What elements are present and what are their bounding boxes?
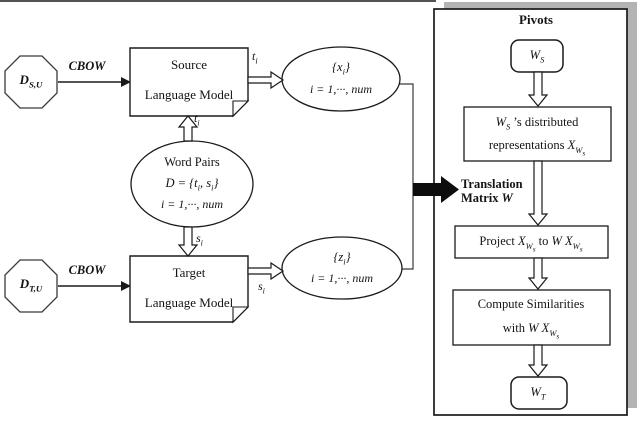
pivots-title: Pivots <box>519 12 553 27</box>
target-corpus-label: DT,U <box>19 276 43 294</box>
cbow-label-target: CBOW <box>68 263 106 277</box>
source-lm-title: Source <box>170 57 208 72</box>
project-box <box>454 225 609 259</box>
compute-box <box>452 289 611 346</box>
ti-flow-arrow <box>247 70 285 90</box>
translation-matrix-label-line1: Translation <box>461 177 523 191</box>
z-set-label: {zi} <box>333 250 351 267</box>
source-language-model-box <box>129 47 250 118</box>
si-down-arrow <box>177 226 199 257</box>
cbow-label-source: CBOW <box>68 59 106 73</box>
representations-line1: WS ’s distributed <box>495 115 579 132</box>
pipeline-arrow-1 <box>527 71 549 107</box>
compute-box-line1: Compute Similarities <box>477 297 585 311</box>
source-corpus-octagon <box>4 55 58 109</box>
pivots-panel <box>433 8 628 416</box>
translation-matrix-label-line2: Matrix W <box>461 191 513 205</box>
target-corpus-octagon <box>4 259 58 313</box>
translation-matrix-arrow <box>413 176 459 203</box>
ws-node-label: WS <box>529 48 545 65</box>
project-box-label: Project XWs to W XWs <box>479 234 583 254</box>
z-set-ellipse <box>281 236 403 300</box>
wt-node-label: WT <box>530 385 546 402</box>
cbow-arrow-source <box>58 77 131 87</box>
word-pairs-equation: D = {ti, si} <box>165 176 219 193</box>
cbow-arrow-target <box>58 281 131 291</box>
ti-flow-label: ti <box>252 49 258 66</box>
source-lm-subtitle: Language Model <box>144 87 234 102</box>
target-lm-subtitle: Language Model <box>144 295 234 310</box>
z-set-range: i = 1,···, num <box>310 271 374 285</box>
wt-node <box>510 376 568 410</box>
si-pair-label: si <box>196 231 203 248</box>
si-flow-label: si <box>258 279 265 296</box>
representations-line2: representations XWs <box>488 138 586 158</box>
folded-corner-icon <box>232 306 250 324</box>
ti-pair-label: ti <box>194 111 200 128</box>
pipeline-arrow-2 <box>527 160 549 226</box>
target-lm-title: Target <box>172 265 206 280</box>
folded-corner-icon <box>232 100 250 118</box>
x-set-label: {xi} <box>332 60 350 77</box>
source-corpus-label: DS,U <box>19 72 43 90</box>
x-set-ellipse <box>281 46 401 112</box>
word-pairs-title: Word Pairs <box>164 155 220 169</box>
word-pairs-range: i = 1,···, num <box>160 197 224 211</box>
si-flow-arrow <box>247 261 285 281</box>
ti-up-arrow <box>177 115 199 142</box>
set-join-bracket <box>399 83 414 270</box>
pipeline-arrow-4 <box>527 344 549 377</box>
pipeline-arrow-3 <box>527 257 549 290</box>
x-set-range: i = 1,···, num <box>309 82 373 96</box>
compute-box-line2: with W XWs <box>502 321 560 341</box>
target-language-model-box <box>129 255 250 324</box>
representations-box <box>463 106 612 162</box>
